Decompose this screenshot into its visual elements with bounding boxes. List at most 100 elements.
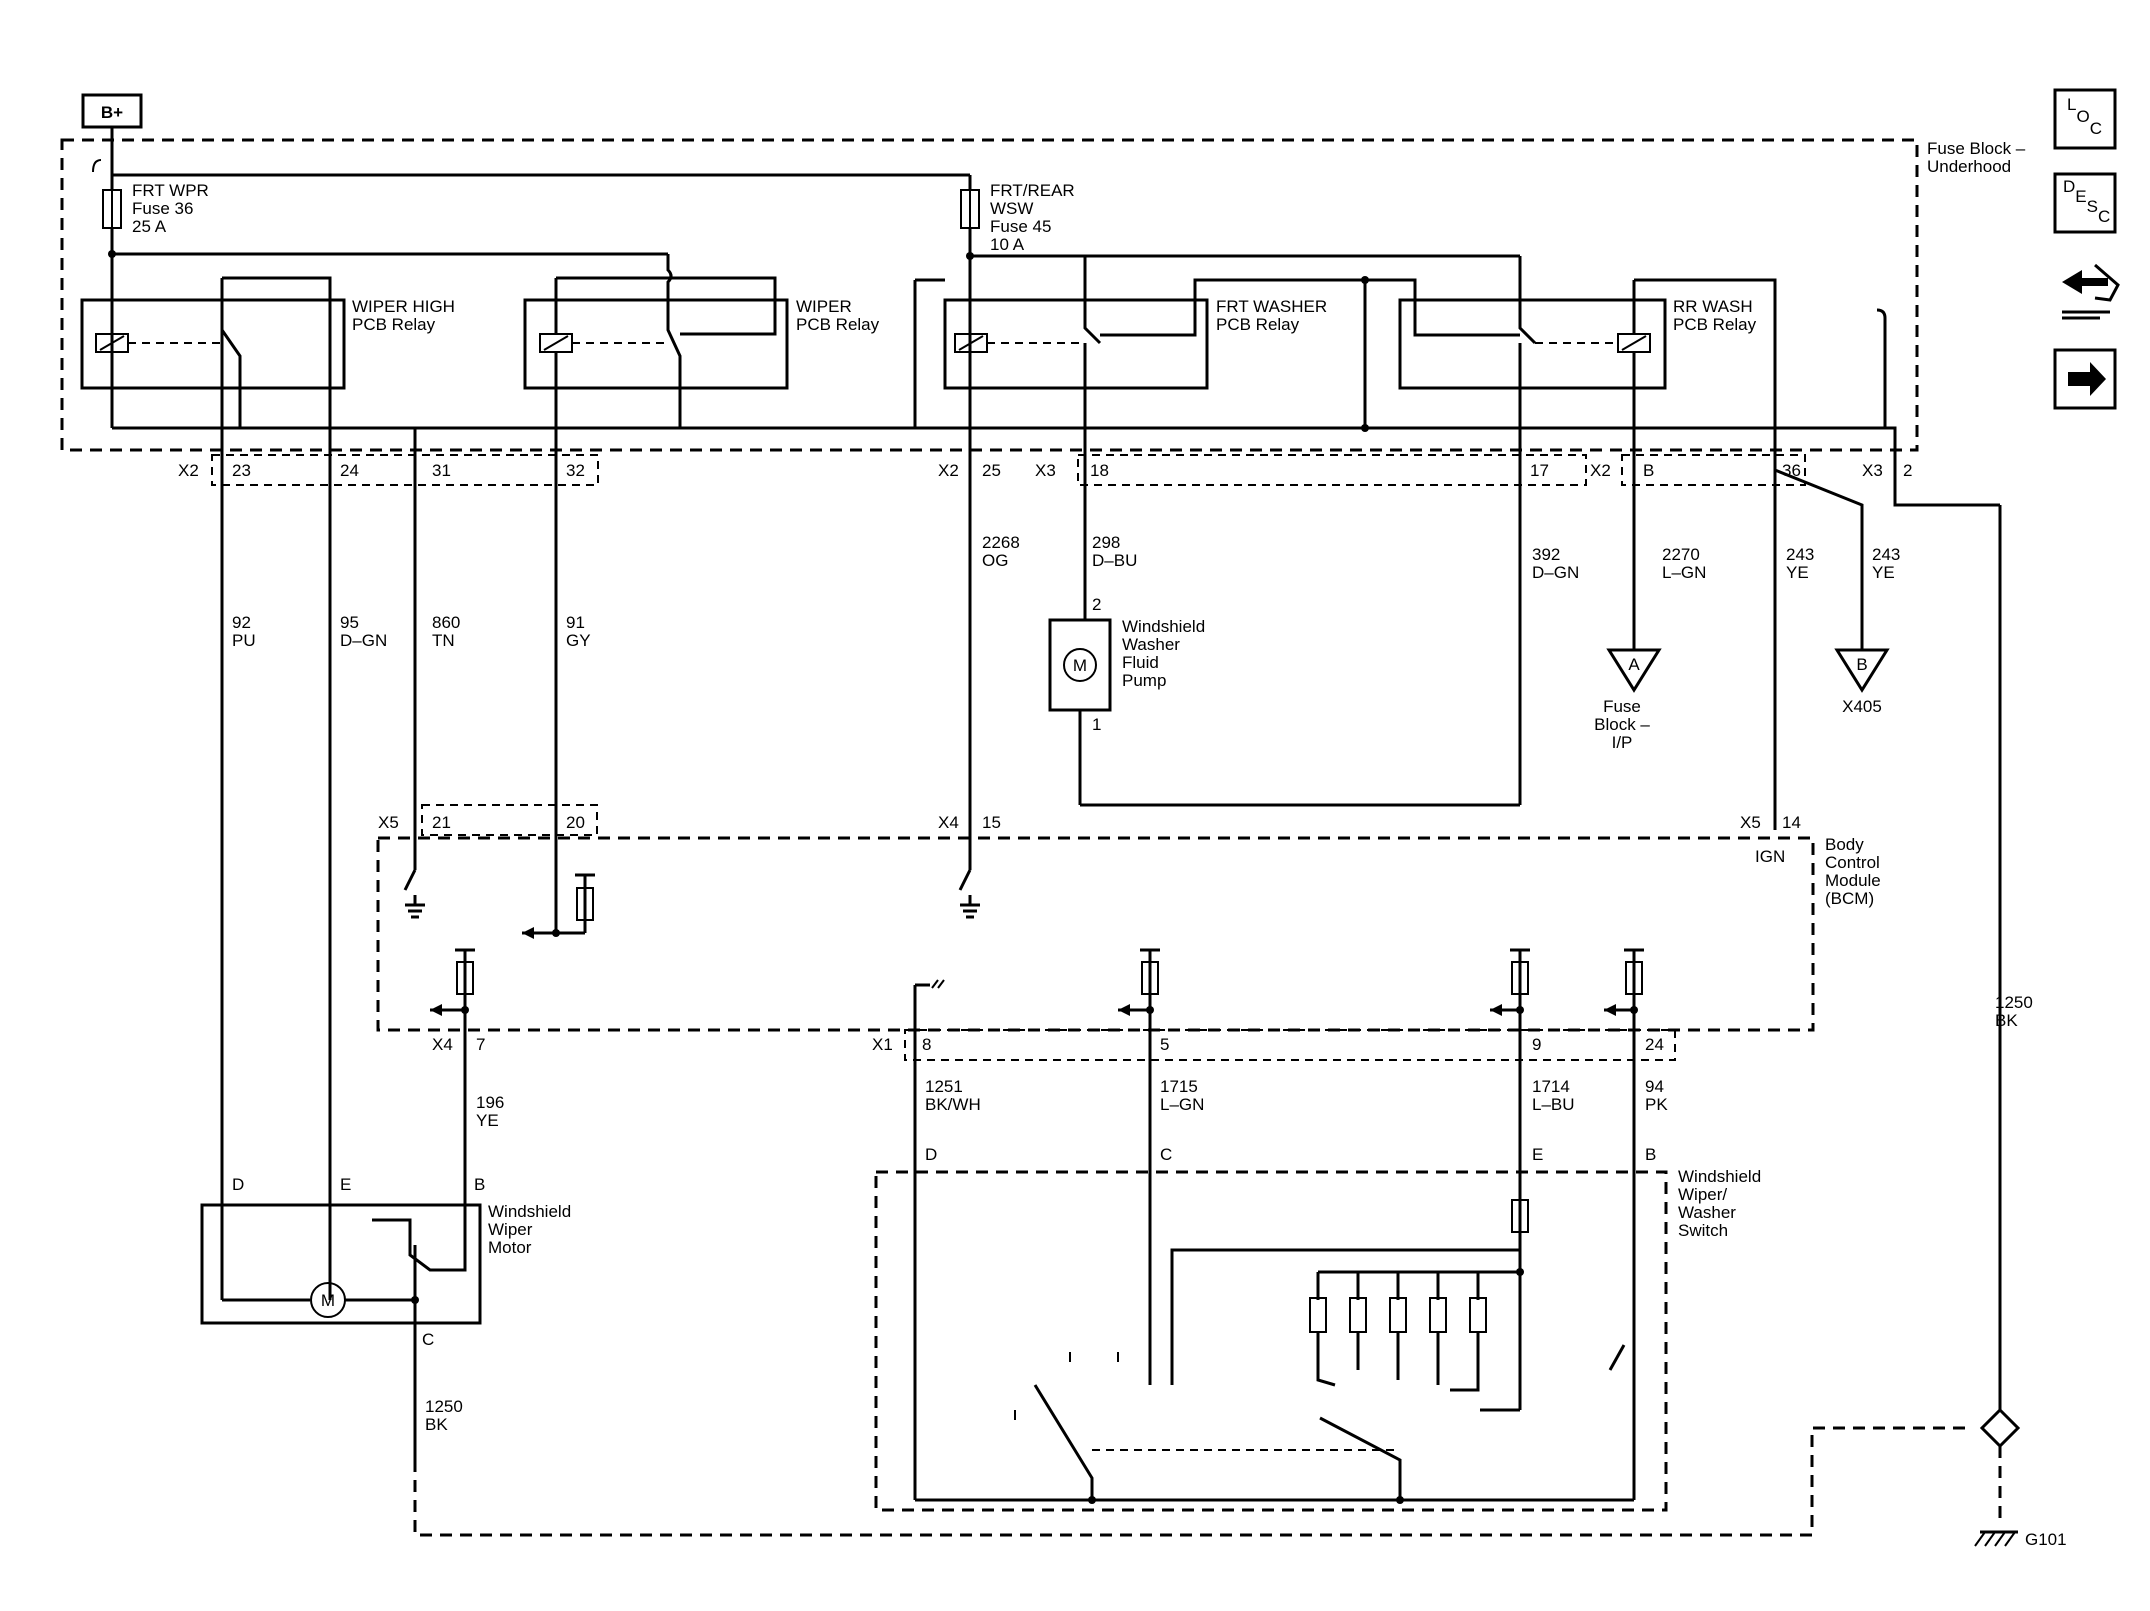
bcm-l2: Control <box>1825 853 1880 872</box>
wire-1714-color: L–BU <box>1532 1095 1575 1114</box>
switch-l3: Washer <box>1678 1203 1736 1222</box>
wiper-motor-m: M <box>321 1291 335 1310</box>
pin-23: 23 <box>232 461 251 480</box>
bcm-outline <box>376 836 1815 1032</box>
fuse36-l3: 25 A <box>132 217 167 236</box>
wire-392-num: 392 <box>1532 545 1560 564</box>
wire-95-color: D–GN <box>340 631 387 650</box>
wire-91-num: 91 <box>566 613 585 632</box>
bcm-pin-5: 5 <box>1160 1035 1169 1054</box>
relay-wiper-high-l2: PCB Relay <box>352 315 436 334</box>
wiper-motor-pin-c: C <box>422 1330 434 1349</box>
switch-l4: Switch <box>1678 1221 1728 1240</box>
switch-resistor-ladder <box>1309 1272 1520 1412</box>
swap-arrow-icon <box>2062 270 2108 294</box>
bcm-pin-9: 9 <box>1532 1035 1541 1054</box>
offpage-connector-a[interactable] <box>1606 648 1662 693</box>
desc-button[interactable]: DESC <box>2053 172 2117 234</box>
bcm-ign-label: IGN <box>1755 847 1785 866</box>
fuse45-l3: Fuse 45 <box>990 217 1051 236</box>
wiper-motor-pin-e: E <box>340 1175 351 1194</box>
pin-2: 2 <box>1903 461 1912 480</box>
wire-860-color: TN <box>432 631 455 650</box>
pin-17: 17 <box>1530 461 1549 480</box>
wire-243a-color: YE <box>1786 563 1809 582</box>
conn-x2c: X2 <box>1590 461 1611 480</box>
relay-wiper <box>523 298 789 390</box>
wiper-motor-box <box>200 1203 482 1325</box>
wire-92-color: PU <box>232 631 256 650</box>
loc-button[interactable]: LOC <box>2053 88 2117 150</box>
pump-l2: Washer <box>1122 635 1180 654</box>
relay-frt-washer <box>943 298 1209 390</box>
switch-pin-d: D <box>925 1145 937 1164</box>
conn-x2a: X2 <box>178 461 199 480</box>
wire-1715-num: 1715 <box>1160 1077 1198 1096</box>
bplus-label: B+ <box>101 103 123 122</box>
bcm-pin-8: 8 <box>922 1035 931 1054</box>
fuse-block-title-2: Underhood <box>1927 157 2011 176</box>
offpage-connector-b[interactable] <box>1834 648 1890 693</box>
pin-32: 32 <box>566 461 585 480</box>
pin-B: B <box>1643 461 1654 480</box>
pin-25: 25 <box>982 461 1001 480</box>
wiper-motor-l3: Motor <box>488 1238 532 1257</box>
bcm-pin-7: 7 <box>476 1035 485 1054</box>
ground-label-g101: G101 <box>2025 1530 2067 1549</box>
wiper-motor-icon <box>310 1282 346 1318</box>
wiper-motor-l1: Windshield <box>488 1202 571 1221</box>
switch-l1: Windshield <box>1678 1167 1761 1186</box>
wire-94-color: PK <box>1645 1095 1668 1114</box>
offpage-a-l2: Block – <box>1594 715 1650 734</box>
washer-pump-motor-m: M <box>1073 656 1087 675</box>
wiper-motor-l2: Wiper <box>488 1220 533 1239</box>
bcm-conn-x5b: X5 <box>1740 813 1761 832</box>
next-page-button[interactable] <box>2053 348 2117 410</box>
bcm-conn-x1: X1 <box>872 1035 893 1054</box>
wire-1250a-num: 1250 <box>425 1397 463 1416</box>
fuse45-l1: FRT/REAR <box>990 181 1075 200</box>
pump-l3: Fluid <box>1122 653 1159 672</box>
bcm-pin-21: 21 <box>432 813 451 832</box>
bcm-l3: Module <box>1825 871 1881 890</box>
wire-243b-num: 243 <box>1872 545 1900 564</box>
bcm-conn-x4a: X4 <box>938 813 959 832</box>
bcm-pin-24: 24 <box>1645 1035 1664 1054</box>
pin-31: 31 <box>432 461 451 480</box>
switch-pin-c: C <box>1160 1145 1172 1164</box>
wire-1250b-num: 1250 <box>1995 993 2033 1012</box>
bcm-l4: (BCM) <box>1825 889 1874 908</box>
fuse-block-outline <box>60 138 1919 452</box>
bcm-conn-x4b: X4 <box>432 1035 453 1054</box>
relay-wiper-high-l1: WIPER HIGH <box>352 297 455 316</box>
offpage-b-letter: B <box>1856 655 1867 674</box>
pump-pin-1: 1 <box>1092 715 1101 734</box>
wiper-washer-switch-outline <box>874 1170 1668 1512</box>
loc-icon: LOC <box>2067 95 2102 138</box>
fuse-block-title-1: Fuse Block – <box>1927 139 2026 158</box>
wire-1251-color: BK/WH <box>925 1095 981 1114</box>
wire-1251-num: 1251 <box>925 1077 963 1096</box>
wire-1250a-color: BK <box>425 1415 448 1434</box>
offpage-a-l1: Fuse <box>1603 697 1641 716</box>
wire-1714-num: 1714 <box>1532 1077 1570 1096</box>
wire-196-num: 196 <box>476 1093 504 1112</box>
fuse45-l2: WSW <box>990 199 1033 218</box>
offpage-a-letter: A <box>1628 655 1640 674</box>
relay-frt-washer-l2: PCB Relay <box>1216 315 1300 334</box>
wire-95-num: 95 <box>340 613 359 632</box>
relay-rr-wash-l1: RR WASH <box>1673 297 1753 316</box>
fuse36-l2: Fuse 36 <box>132 199 193 218</box>
wire-2268-color: OG <box>982 551 1008 570</box>
bcm-pin-20: 20 <box>566 813 585 832</box>
pin-18: 18 <box>1090 461 1109 480</box>
conn-x3b: X3 <box>1862 461 1883 480</box>
wire-2270-color: L–GN <box>1662 563 1706 582</box>
wire-243a-num: 243 <box>1786 545 1814 564</box>
schematic-swap-button[interactable] <box>2062 263 2120 320</box>
splice-g101-diamond <box>1979 1407 2021 1449</box>
fuse45-l4: 10 A <box>990 235 1025 254</box>
right-arrow-icon <box>2068 362 2106 396</box>
wire-298-color: D–BU <box>1092 551 1137 570</box>
